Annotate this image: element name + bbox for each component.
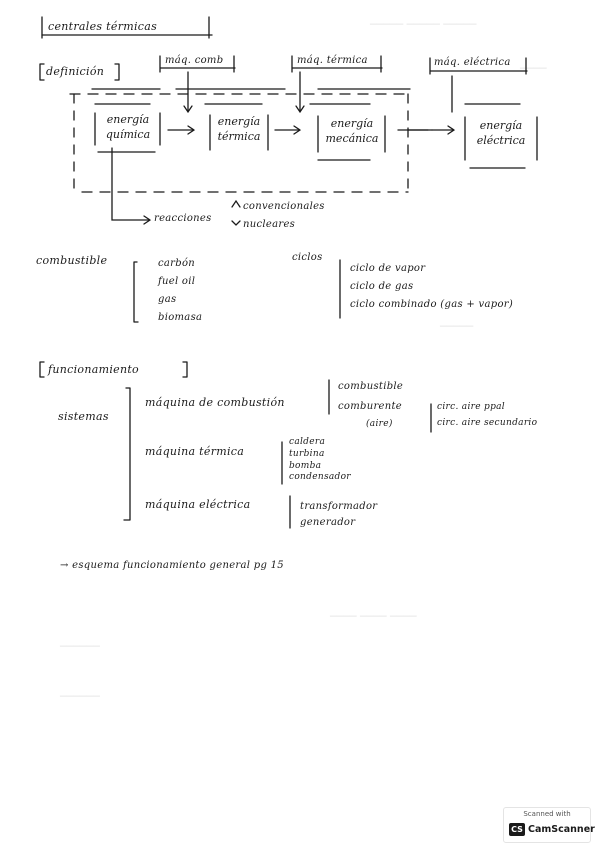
combustible-item: biomasa: [158, 312, 202, 323]
badge-name: CamScanner: [528, 824, 595, 835]
system-name-text: máquina eléctrica: [145, 498, 251, 511]
system-part-text: condensador: [289, 472, 351, 482]
system-name-combustion: máquina de combustión: [145, 396, 285, 409]
ciclos-label: ciclos: [292, 252, 323, 263]
energy-box-quimica: energía química: [96, 112, 160, 142]
energy-box-line: energía: [330, 117, 374, 130]
ciclo-item-text: ciclo combinado (gas + vapor): [350, 299, 514, 310]
system-part: turbina: [289, 449, 325, 459]
energy-box-line: eléctrica: [476, 134, 526, 147]
combustible-item: fuel oil: [158, 276, 195, 287]
system-part: comburente: [338, 401, 402, 412]
aire-item-text: circ. aire ppal: [437, 402, 505, 412]
section-heading-text: definición: [46, 65, 105, 78]
reactions-label: reacciones: [154, 213, 212, 224]
system-part-text: bomba: [289, 461, 322, 471]
reactions-label-text: reacciones: [154, 213, 212, 224]
section-heading-definicion: definición: [46, 65, 104, 78]
system-part-text: caldera: [289, 437, 326, 447]
energy-box-line: energía: [106, 113, 150, 126]
energy-box-line: energía: [479, 119, 523, 132]
combustible-label: combustible: [36, 254, 107, 267]
reaction-type-nucleares: nucleares: [243, 219, 295, 230]
combustible-item-text: fuel oil: [158, 276, 196, 287]
system-name-text: máquina térmica: [145, 445, 245, 458]
badge-caption: Scanned with: [523, 810, 571, 818]
ciclo-item: ciclo de vapor: [350, 263, 425, 274]
combustible-item: gas: [158, 294, 176, 305]
ciclos-label-text: ciclos: [292, 252, 323, 263]
system-name-electrica: máquina eléctrica: [145, 498, 251, 511]
system-name-text: máquina de combustión: [145, 396, 285, 409]
reaction-type-convencionales: convencionales: [243, 201, 325, 212]
sistemas-label-text: sistemas: [58, 410, 109, 423]
system-part-text: transformador: [300, 501, 378, 512]
system-part: generador: [300, 517, 355, 528]
page-title: centrales térmicas: [48, 20, 157, 33]
page-title-text: centrales térmicas: [48, 20, 158, 33]
ciclo-item: ciclo combinado (gas + vapor): [350, 299, 513, 310]
camscanner-logo-icon: CS: [509, 823, 525, 836]
system-part-text: turbina: [289, 449, 325, 459]
machine-label-combustion: máq. comb: [165, 55, 223, 66]
system-part-text: combustible: [338, 381, 404, 392]
energy-box-mecanica: energía mecánica: [318, 116, 386, 146]
system-name-termica: máquina térmica: [145, 445, 244, 458]
energy-box-electrica: energía eléctrica: [466, 118, 536, 148]
bleed-through: ──────: [60, 640, 100, 653]
bleed-through: ──── ──── ────: [330, 610, 417, 623]
ciclo-item-text: ciclo de vapor: [350, 263, 426, 274]
reaction-type-text: nucleares: [243, 219, 296, 230]
aire-item-text: circ. aire secundario: [437, 418, 538, 428]
combustible-item-text: gas: [158, 294, 177, 305]
section-heading-funcionamiento: funcionamiento: [48, 363, 139, 376]
system-part: bomba: [289, 461, 321, 471]
combustible-item-text: carbón: [158, 258, 196, 269]
combustible-label-text: combustible: [36, 254, 108, 267]
energy-box-line: térmica: [217, 130, 261, 143]
machine-label-text: máq. comb: [165, 55, 224, 66]
machine-label-text: máq. eléctrica: [434, 57, 511, 68]
bleed-through: ───── ───── ─────: [370, 18, 477, 31]
energy-box-line: energía: [217, 115, 261, 128]
bleed-through: ─────: [440, 320, 474, 333]
section-heading-text: funcionamiento: [48, 363, 139, 376]
system-part: transformador: [300, 501, 377, 512]
bleed-through: ──────: [60, 690, 100, 703]
machine-label-electrica: máq. eléctrica: [434, 57, 511, 68]
energy-box-line: mecánica: [325, 132, 379, 145]
system-part: condensador: [289, 472, 351, 482]
camscanner-badge: Scanned with CS CamScanner: [503, 807, 595, 843]
system-part: combustible: [338, 381, 403, 392]
machine-label-termica: máq. térmica: [297, 55, 368, 66]
ciclo-item-text: ciclo de gas: [350, 281, 414, 292]
energy-box-termica: energía térmica: [208, 114, 270, 144]
reference-note-text: → esquema funcionamiento general pg 15: [60, 560, 284, 571]
system-part: (aire): [366, 419, 393, 429]
combustible-item-text: biomasa: [158, 312, 203, 323]
machine-label-text: máq. térmica: [297, 55, 368, 66]
sistemas-label: sistemas: [58, 410, 109, 423]
energy-box-line: química: [105, 128, 151, 141]
system-part-text: generador: [300, 517, 356, 528]
system-part-text: comburente: [338, 401, 403, 412]
reference-note: → esquema funcionamiento general pg 15: [60, 560, 284, 571]
ciclo-item: ciclo de gas: [350, 281, 413, 292]
reaction-type-text: convencionales: [243, 201, 325, 212]
aire-item: circ. aire ppal: [437, 402, 505, 412]
system-part: caldera: [289, 437, 325, 447]
system-part-text: (aire): [366, 419, 393, 429]
aire-item: circ. aire secundario: [437, 418, 537, 428]
combustible-item: carbón: [158, 258, 195, 269]
